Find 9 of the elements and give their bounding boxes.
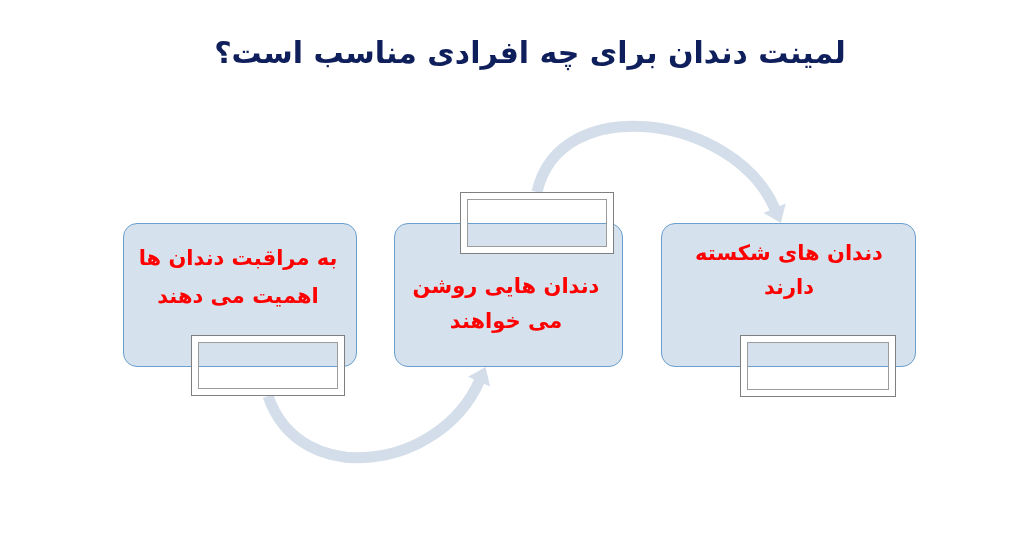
process-box: دندان هایی روشن می خواهند [394,223,623,367]
curved-arrow [531,121,785,223]
process-box: دندان های شکسته دارند [661,223,916,367]
title: لمینت دندان برای چه افرادی مناسب است؟ [214,35,846,71]
curved-arrow [263,367,490,463]
process-box: به مراقبت دندان ها اهمیت می دهند [123,223,357,367]
empty-frame [740,335,896,397]
empty-frame [191,335,345,396]
empty-frame [460,192,614,254]
